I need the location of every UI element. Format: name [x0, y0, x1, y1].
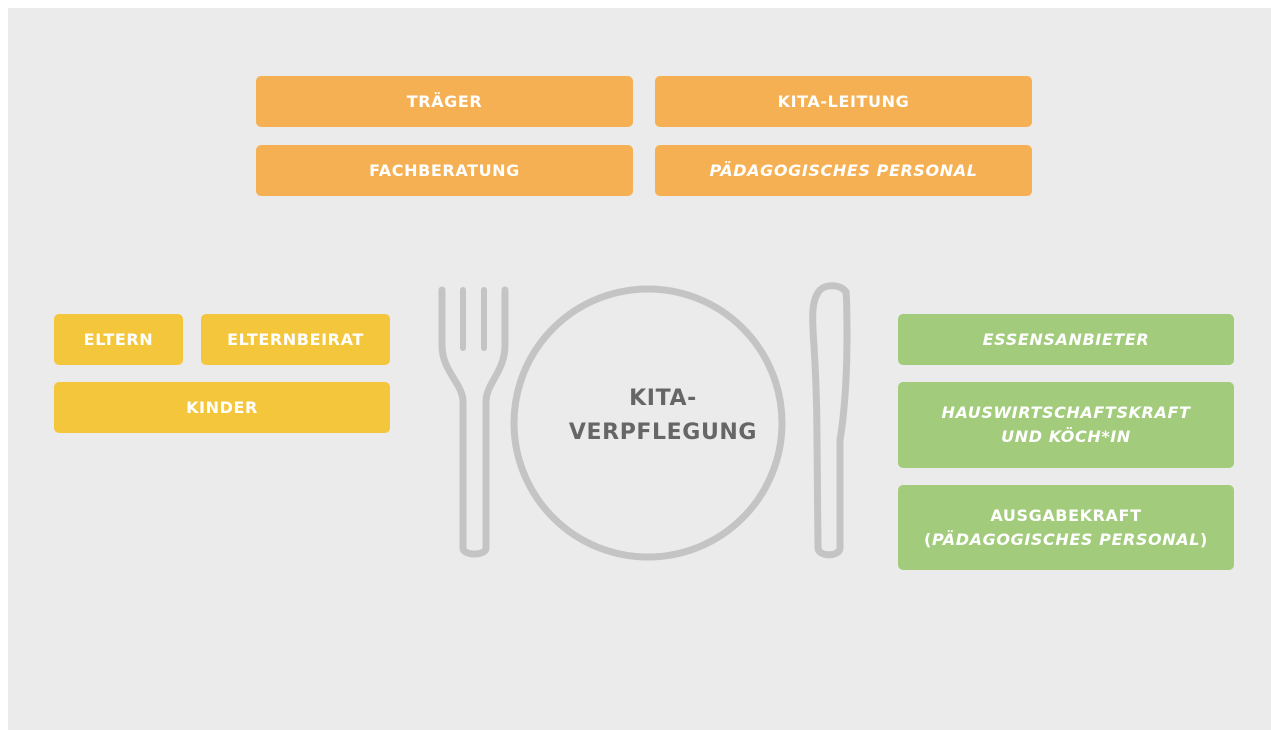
box-elternbeirat-label: ELTERNBEIRAT: [227, 329, 364, 349]
center-title-line2: VERPFLEGUNG: [568, 420, 758, 445]
box-essensanbieter-label: ESSENSANBIETER: [982, 329, 1150, 349]
box-traeger-label: TRÄGER: [406, 91, 483, 111]
box-hauswirtschaftskraft: HAUSWIRTSCHAFTSKRAFT UND KÖCH*IN: [898, 382, 1234, 468]
box-kinder-label: KINDER: [186, 397, 258, 417]
box-eltern: ELTERN: [54, 314, 183, 365]
box-elternbeirat: ELTERNBEIRAT: [201, 314, 390, 365]
box-ausgabekraft-line1: AUSGABEKRAFT: [990, 505, 1142, 525]
box-kita-leitung-label: KITA-LEITUNG: [777, 91, 910, 111]
knife-icon: [809, 282, 851, 559]
box-kita-leitung: KITA-LEITUNG: [655, 76, 1032, 127]
box-kinder: KINDER: [54, 382, 390, 433]
box-ausgabekraft-italic: PÄDAGOGISCHES PERSONAL: [931, 529, 1201, 549]
box-hauswirtschaftskraft-line1: HAUSWIRTSCHAFTSKRAFT: [941, 403, 1191, 422]
box-fachberatung-label: FACHBERATUNG: [369, 160, 520, 180]
plate-icon: [510, 285, 786, 561]
box-ausgabekraft-close-paren: ): [1200, 529, 1208, 549]
box-essensanbieter: ESSENSANBIETER: [898, 314, 1234, 365]
box-eltern-label: ELTERN: [83, 329, 154, 349]
center-title-line1: KITA-: [629, 386, 697, 411]
box-traeger: TRÄGER: [256, 76, 633, 127]
box-paedagogisches-personal-label: PÄDAGOGISCHES PERSONAL: [709, 160, 978, 180]
box-ausgabekraft: AUSGABEKRAFT (PÄDAGOGISCHES PERSONAL): [898, 485, 1234, 570]
fork-icon: [438, 286, 509, 558]
center-title: KITA- VERPFLEGUNG: [548, 382, 778, 450]
box-ausgabekraft-line2: (PÄDAGOGISCHES PERSONAL): [924, 528, 1208, 552]
box-fachberatung: FACHBERATUNG: [256, 145, 633, 196]
box-ausgabekraft-open-paren: (: [924, 529, 932, 549]
diagram-canvas: [8, 8, 1271, 730]
box-hauswirtschaftskraft-line2: UND KÖCH*IN: [1001, 427, 1131, 446]
box-paedagogisches-personal: PÄDAGOGISCHES PERSONAL: [655, 145, 1032, 196]
